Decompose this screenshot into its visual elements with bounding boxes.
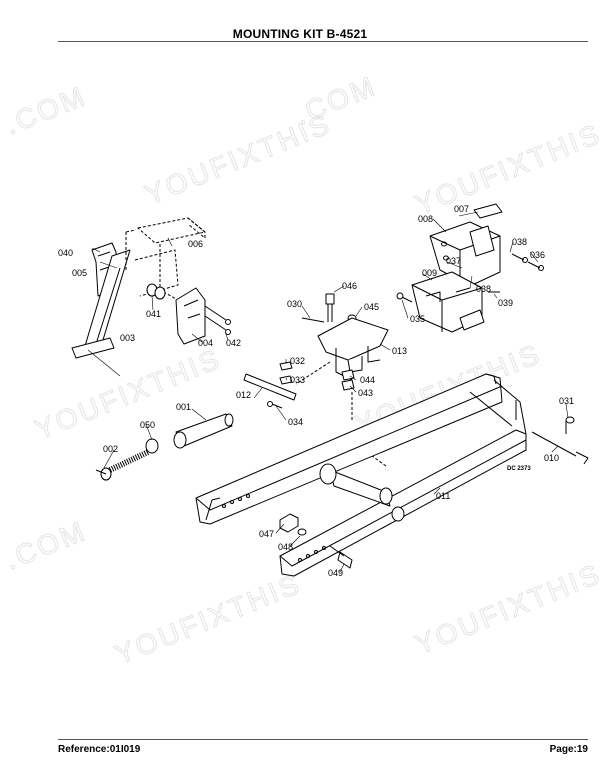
label-040: 040 [58, 248, 73, 258]
label-032: 032 [290, 356, 305, 366]
plate-004 [175, 287, 206, 345]
page-number: Page:19 [549, 744, 588, 755]
diagram-code: DC 2373 [507, 466, 531, 472]
label-033: 033 [290, 375, 305, 385]
label-037: 037 [446, 256, 461, 266]
label-010: 010 [544, 453, 559, 463]
plate-007 [473, 203, 503, 219]
label-034: 034 [288, 417, 303, 427]
part-labels: 003 005 006 040 041 004 042 007 008 038 … [58, 204, 574, 578]
plate-013 [317, 317, 389, 361]
label-005: 005 [72, 268, 87, 278]
spring-002 [108, 449, 150, 473]
svg-text:YOUFIXTHIS: YOUFIXTHIS [411, 558, 600, 661]
plate-006 [137, 217, 206, 244]
label-041: 041 [146, 309, 161, 319]
label-002: 002 [103, 444, 118, 454]
label-001: 001 [176, 402, 191, 412]
strap-012 [243, 373, 297, 401]
svg-text:YOUFIXTHIS: YOUFIXTHIS [111, 568, 306, 671]
bolt-049 [337, 551, 353, 569]
label-046: 046 [342, 281, 357, 291]
label-030: 030 [287, 299, 302, 309]
label-044: 044 [360, 375, 375, 385]
label-042: 042 [226, 338, 241, 348]
label-048: 048 [278, 542, 293, 552]
footer-rule [58, 739, 588, 740]
label-011: 011 [436, 491, 450, 501]
label-036: 036 [530, 250, 545, 260]
watermark: YOUFIXTHIS YOUFIXTHIS YOUFIXTHIS YOUFIXT… [0, 69, 600, 671]
label-043: 043 [358, 388, 373, 398]
bolt-046 [325, 293, 335, 305]
svg-text:.COM: .COM [1, 80, 92, 141]
pin-010 [531, 431, 577, 457]
header-rule [58, 41, 588, 42]
svg-text:YOUFIXTHIS: YOUFIXTHIS [411, 118, 600, 221]
label-004: 004 [198, 338, 213, 348]
page-title: MOUNTING KIT B-4521 [232, 27, 368, 41]
svg-text:.COM: .COM [1, 515, 92, 576]
label-045: 045 [364, 302, 379, 312]
label-013: 013 [392, 346, 407, 356]
label-049: 049 [328, 568, 343, 578]
svg-text:.COM: .COM [291, 70, 382, 131]
label-050: 050 [140, 420, 155, 430]
label-003: 003 [120, 333, 135, 343]
label-047: 047 [259, 529, 274, 539]
label-006: 006 [188, 239, 203, 249]
label-039: 039 [498, 298, 513, 308]
label-007: 007 [454, 204, 469, 214]
label-009: 009 [422, 268, 437, 278]
label-008: 008 [418, 214, 433, 224]
label-038b: 038 [476, 284, 491, 294]
label-012: 012 [236, 390, 251, 400]
label-031: 031 [559, 396, 574, 406]
reference-text: Reference:01I019 [58, 744, 141, 755]
label-038a: 038 [512, 237, 527, 247]
label-035: 035 [410, 314, 425, 324]
